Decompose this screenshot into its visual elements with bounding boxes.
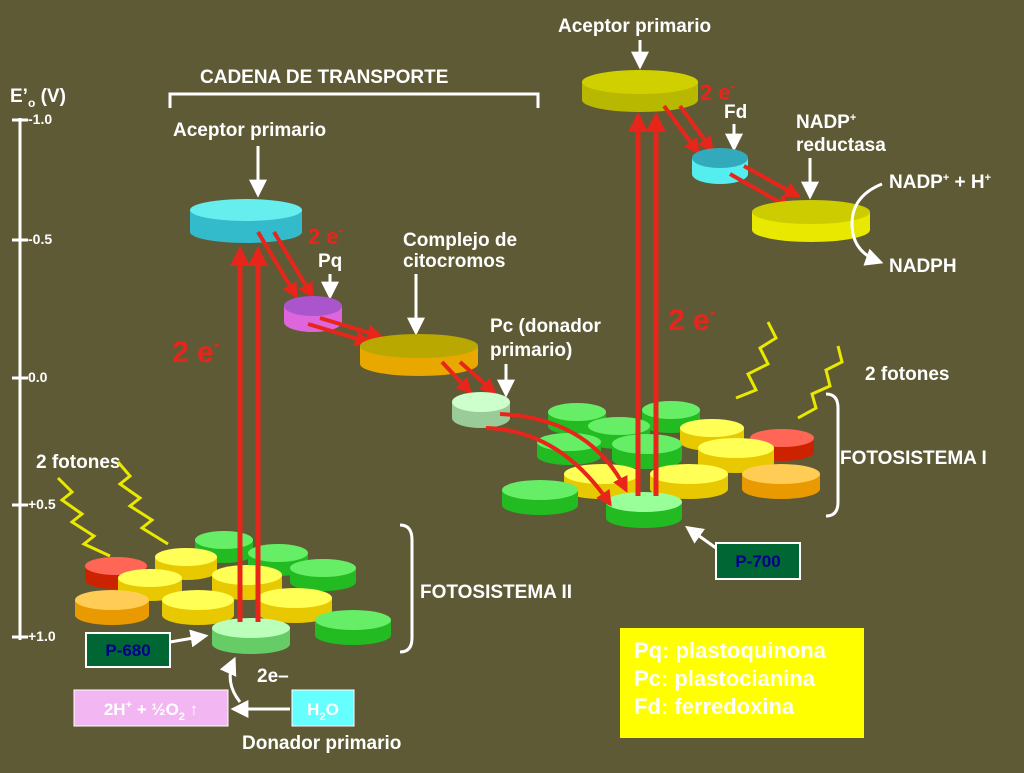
pigment-disc bbox=[290, 559, 356, 591]
pigment-disc bbox=[537, 433, 601, 465]
flow-arrow bbox=[307, 322, 372, 346]
pigment-disc bbox=[612, 434, 682, 469]
photons-right-label: 2 fotones bbox=[865, 364, 949, 385]
p700-box bbox=[715, 542, 801, 580]
photon-bolt bbox=[735, 321, 778, 400]
cytochrome-label-line2: citocromos bbox=[403, 251, 505, 272]
p700-disc bbox=[606, 492, 682, 528]
cytochrome-complex bbox=[360, 334, 478, 376]
photon-bolt bbox=[56, 476, 111, 558]
nadp-reductase bbox=[752, 200, 870, 242]
photosystem-1-bracket bbox=[825, 392, 840, 518]
nadp-reductase-label-line1: NADP+ bbox=[796, 112, 856, 133]
axis-tick-3: 0.0 bbox=[12, 369, 48, 385]
primary-acceptor-right-label: Aceptor primario bbox=[558, 16, 711, 37]
potential-axis: E’o (V) -1.0 -0.5 0.0 +0.5 +1.0 bbox=[10, 86, 66, 644]
water-label: H2O bbox=[307, 700, 339, 723]
axis-tick-5: +1.0 bbox=[12, 628, 56, 644]
photosystem-1-label: FOTOSISTEMA I bbox=[840, 448, 987, 469]
pq-electrons-label: 2 e- bbox=[308, 222, 344, 249]
p680-disc bbox=[212, 618, 290, 654]
flow-arrow bbox=[272, 230, 314, 299]
pigment-disc bbox=[258, 588, 332, 623]
primary-acceptor-left-label: Aceptor primario bbox=[173, 120, 326, 141]
ps1-electrons-label: 2 e- bbox=[668, 302, 716, 337]
pigment-disc bbox=[212, 565, 282, 600]
tick-label: 0.0 bbox=[28, 369, 48, 385]
photosystem-2-label: FOTOSISTEMA II bbox=[420, 582, 572, 603]
pigment-disc bbox=[650, 464, 728, 499]
p700-label: P-700 bbox=[735, 552, 780, 571]
water-electron-arrow bbox=[219, 656, 242, 703]
pigment-disc bbox=[502, 480, 578, 515]
oxygen-box bbox=[73, 689, 229, 727]
fd-electrons-label: 2 e- bbox=[700, 78, 736, 105]
legend-box bbox=[620, 628, 864, 738]
chain-title: CADENA DE TRANSPORTE bbox=[200, 67, 448, 88]
p680-box bbox=[85, 632, 171, 668]
nadp-reductase-label-line2: reductasa bbox=[796, 135, 886, 156]
p680-label: P-680 bbox=[105, 641, 150, 660]
plastoquinone bbox=[284, 296, 342, 332]
axis-label: E’o (V) bbox=[10, 86, 66, 110]
axis-tick-2: -0.5 bbox=[12, 231, 52, 247]
chain-bracket bbox=[168, 92, 540, 108]
nadph-reaction-arrow bbox=[850, 182, 884, 266]
primary-donor-label: Donador primario bbox=[242, 733, 401, 754]
water-box bbox=[291, 689, 355, 727]
legend-item: Fd: ferredoxina bbox=[634, 694, 795, 719]
legend-item: Pq: plastoquinona bbox=[634, 638, 827, 663]
pc-to-p700-arrow bbox=[485, 426, 612, 507]
tick-label: -0.5 bbox=[28, 231, 52, 247]
tick-label: +1.0 bbox=[28, 628, 56, 644]
pigment-disc bbox=[315, 610, 391, 645]
axis-tick-4: +0.5 bbox=[12, 496, 56, 512]
flow-arrow bbox=[319, 316, 384, 340]
primary-acceptor-ps2 bbox=[190, 199, 302, 243]
photosystem-1-cluster bbox=[502, 401, 820, 528]
photosystem-2-bracket bbox=[399, 523, 414, 654]
ferredoxin bbox=[692, 148, 748, 184]
pigment-disc bbox=[742, 464, 820, 499]
pc-label-line1: Pc (donador bbox=[490, 316, 601, 337]
plastocyanin bbox=[452, 392, 510, 428]
flow-arrow bbox=[458, 360, 497, 395]
pigment-disc bbox=[75, 590, 149, 625]
tick-label: -1.0 bbox=[28, 111, 52, 127]
p680-pointer bbox=[169, 629, 209, 648]
nadp-h-label: NADP+ + H+ bbox=[889, 172, 991, 193]
pq-label: Pq bbox=[318, 251, 342, 272]
photon-bolt bbox=[116, 461, 169, 546]
pc-to-p700-arrow bbox=[499, 412, 628, 493]
photons-left-label: 2 fotones bbox=[36, 452, 120, 473]
pigment-disc bbox=[162, 590, 234, 625]
pc-label-line2: primario) bbox=[490, 340, 572, 361]
photon-bolt bbox=[797, 345, 844, 420]
flow-arrow bbox=[256, 230, 298, 299]
p700-pointer bbox=[685, 525, 717, 550]
axis-tick-1: -1.0 bbox=[12, 111, 52, 127]
ps2-electrons-label: 2 e- bbox=[172, 334, 220, 369]
primary-acceptor-ps1 bbox=[582, 70, 698, 112]
legend-item: Pc: plastocianina bbox=[634, 666, 816, 691]
fd-label: Fd bbox=[724, 102, 747, 123]
two-electron-label: 2e– bbox=[257, 666, 289, 687]
flow-arrow bbox=[678, 104, 714, 153]
nadph-label: NADPH bbox=[889, 256, 957, 277]
oxygen-label: 2H+ + ½O2 ↑ bbox=[104, 699, 198, 723]
cytochrome-label-line1: Complejo de bbox=[403, 230, 517, 251]
flow-arrow bbox=[440, 360, 473, 395]
flow-arrow bbox=[743, 164, 801, 198]
tick-label: +0.5 bbox=[28, 496, 56, 512]
flow-arrow bbox=[662, 104, 700, 155]
